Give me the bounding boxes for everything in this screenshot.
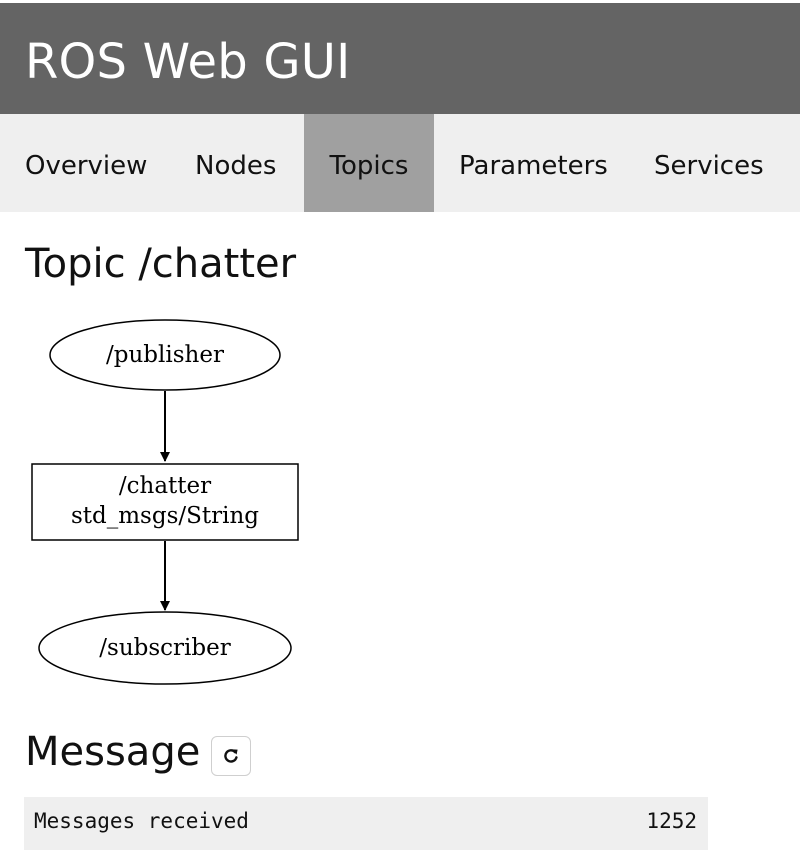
topic-node[interactable]: /chatter std_msgs/String — [31, 463, 299, 541]
topic-node-name: /chatter — [119, 473, 211, 499]
tab-nodes[interactable]: Nodes — [195, 151, 277, 181]
message-row-value: 1252 — [646, 809, 697, 833]
tab-parameters[interactable]: Parameters — [459, 151, 608, 181]
refresh-button[interactable] — [211, 736, 251, 776]
tab-overview[interactable]: Overview — [25, 151, 148, 181]
app-header: ROS Web GUI — [0, 3, 800, 114]
publisher-node[interactable]: /publisher — [49, 319, 281, 391]
topic-graph: /publisher /chatter std_msgs/String /sub… — [31, 319, 299, 685]
refresh-icon — [224, 749, 238, 763]
page-title: Topic /chatter — [25, 241, 297, 287]
message-section-title: Message — [25, 729, 201, 775]
tab-topics[interactable]: Topics — [304, 114, 434, 212]
top-strip — [0, 0, 800, 3]
message-row-received: Messages received 1252 — [24, 797, 708, 850]
app-title: ROS Web GUI — [25, 34, 351, 90]
subscriber-node[interactable]: /subscriber — [38, 611, 292, 685]
topic-node-type: std_msgs/String — [71, 503, 259, 529]
message-row-label: Messages received — [34, 809, 249, 833]
tab-services[interactable]: Services — [654, 151, 764, 181]
subscriber-node-label: /subscriber — [99, 635, 230, 661]
main-nav: Overview Nodes Topics Parameters Service… — [0, 114, 800, 212]
publisher-node-label: /publisher — [106, 342, 224, 368]
